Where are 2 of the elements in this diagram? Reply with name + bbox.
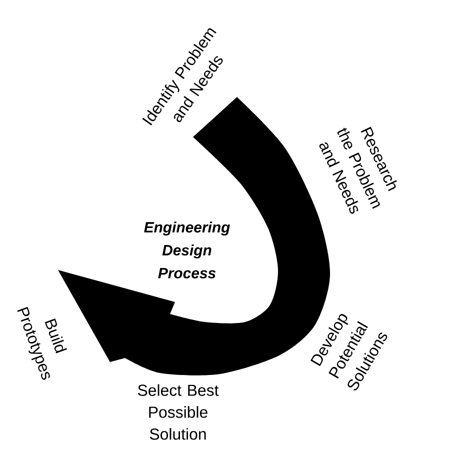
diagram-title: Engineering Design Process xyxy=(144,222,230,278)
stage-label: Select Best Possible Solution xyxy=(138,384,219,440)
